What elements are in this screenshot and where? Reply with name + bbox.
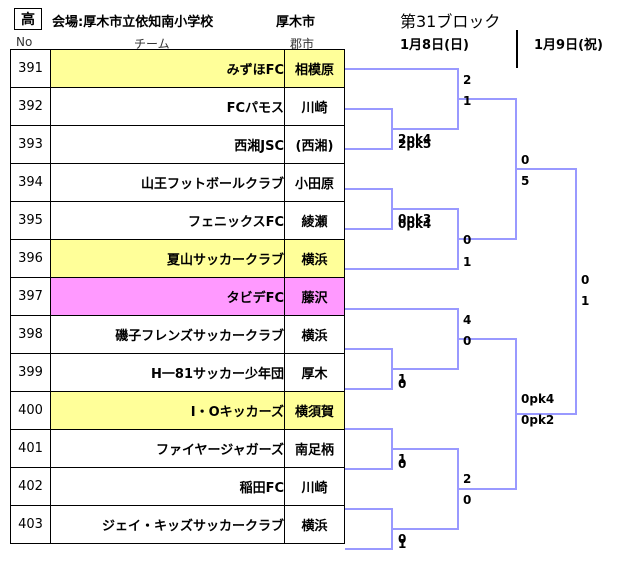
score-label: 0 (463, 233, 471, 247)
bracket-line-398-399 (345, 348, 393, 390)
team-area: 川崎 (284, 87, 345, 126)
date-round1: 1月8日(日) (400, 38, 469, 53)
score-label: 2pk5 (398, 137, 431, 151)
column-header-area: 郡市 (290, 37, 315, 51)
score-label: 2 (463, 472, 471, 486)
team-area: (西湘) (284, 125, 345, 164)
score-label: 1 (463, 255, 471, 269)
score-label: 0 (398, 457, 406, 471)
bracket-line-r3a (458, 98, 517, 240)
score-label: 1 (398, 372, 406, 386)
team-area: 綾瀬 (284, 201, 345, 240)
bracket-line-r2c (345, 308, 459, 370)
team-number: 395 (10, 201, 51, 240)
score-label: 1 (463, 94, 471, 108)
bracket-line-402-403 (345, 508, 393, 550)
team-area: 横浜 (284, 505, 345, 544)
bracket-line-r3b (458, 338, 517, 490)
team-area: 相模原 (284, 49, 345, 88)
category-box: 高 (14, 8, 42, 30)
score-label: 0 (521, 153, 529, 167)
date-divider (516, 30, 518, 68)
bracket-line-392-393 (345, 108, 393, 150)
score-label: 0pk2 (521, 413, 554, 427)
team-name: ファイヤージャガーズ (50, 429, 285, 468)
column-header-no: No (16, 35, 33, 49)
team-name: フェニックスFC (50, 201, 285, 240)
team-number: 397 (10, 277, 51, 316)
bracket-line-final (516, 168, 577, 415)
team-name: I・Oキッカーズ (50, 391, 285, 430)
team-area: 川崎 (284, 467, 345, 506)
city-label: 厚木市 (276, 15, 316, 30)
score-label: 0 (581, 273, 589, 287)
score-label: 1 (581, 294, 589, 308)
team-name: タビデFC (50, 277, 285, 316)
score-label: 2pk4 (398, 132, 431, 146)
team-area: 藤沢 (284, 277, 345, 316)
bracket-line-400-401 (345, 428, 393, 470)
score-label: 1 (398, 537, 406, 551)
team-area: 小田原 (284, 163, 345, 202)
team-name: 稲田FC (50, 467, 285, 506)
team-name: みずほFC (50, 49, 285, 88)
score-label: 5 (521, 174, 529, 188)
team-number: 403 (10, 505, 51, 544)
team-number: 392 (10, 87, 51, 126)
team-number: 401 (10, 429, 51, 468)
score-label: 0 (463, 493, 471, 507)
venue-label: 会場:厚木市立依知南小学校 (52, 15, 214, 30)
score-label: 0 (463, 334, 471, 348)
team-number: 394 (10, 163, 51, 202)
score-label: 0pk4 (398, 217, 431, 231)
score-label: 0 (398, 377, 406, 391)
team-number: 393 (10, 125, 51, 164)
column-header-team: チーム (134, 37, 170, 51)
team-name: ジェイ・キッズサッカークラブ (50, 505, 285, 544)
date-round2: 1月9日(祝) (534, 38, 603, 53)
team-number: 399 (10, 353, 51, 392)
score-label: 0pk4 (521, 392, 554, 406)
team-area: 横浜 (284, 315, 345, 354)
team-area: 南足柄 (284, 429, 345, 468)
block-title: 第31ブロック (400, 12, 501, 31)
score-label: 4 (463, 313, 471, 327)
score-label: 1 (398, 452, 406, 466)
team-number: 402 (10, 467, 51, 506)
score-label: 0pk3 (398, 212, 431, 226)
score-label: 0 (398, 532, 406, 546)
score-label: 2 (463, 73, 471, 87)
team-name: 磯子フレンズサッカークラブ (50, 315, 285, 354)
bracket-line-394-395 (345, 188, 393, 230)
team-area: 横須賀 (284, 391, 345, 430)
bracket-line-r2a (345, 68, 459, 130)
